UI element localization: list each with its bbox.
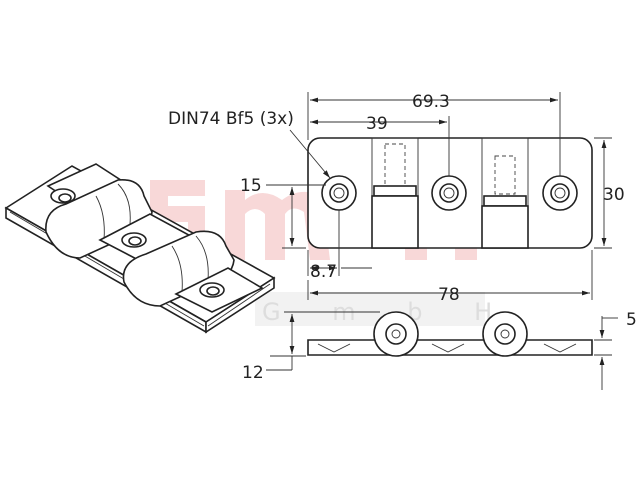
dim-hole-to-center: 39 — [366, 114, 388, 134]
side-view — [307, 311, 593, 357]
hole-center — [431, 175, 467, 211]
dim-hole-offset-x: 8.7 — [310, 262, 337, 282]
hole-left — [321, 175, 357, 211]
dim-hole-offset-y: 15 — [240, 176, 262, 196]
isometric-view — [4, 163, 276, 334]
dim-width: 30 — [603, 185, 625, 205]
hole-right — [542, 175, 578, 211]
top-view — [307, 137, 593, 249]
dimension-lines: 69.3 39 DIN74 Bf5 (3x) 15 8.7 78 30 — [168, 92, 625, 305]
dim-total-length: 78 — [438, 285, 460, 305]
dim-total-height: 12 — [242, 363, 264, 383]
dim-hole-spacing: 69.3 — [412, 92, 450, 112]
dim-plate-thickness: 5 — [626, 310, 637, 330]
side-dimension-lines: 12 5 — [242, 310, 637, 390]
callout-din74: DIN74 Bf5 (3x) — [168, 109, 294, 129]
